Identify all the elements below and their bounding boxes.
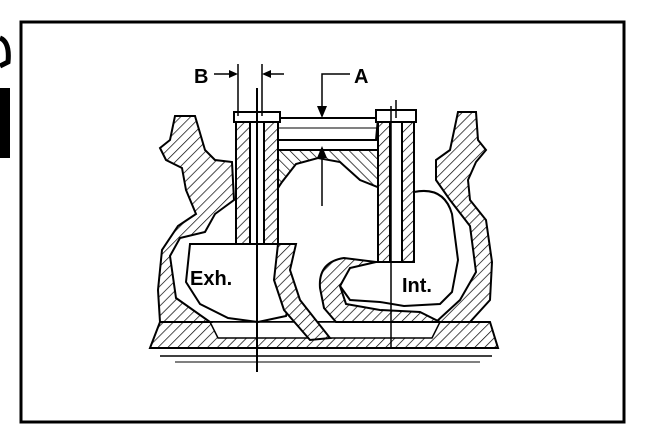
- exhaust-port: [184, 243, 332, 342]
- intake-valve-guide: [375, 100, 417, 263]
- edge-fragment: [0, 35, 11, 158]
- head-deck-base: [148, 321, 500, 363]
- label-a: A: [354, 66, 368, 88]
- dimension-a: [317, 73, 350, 206]
- label-intake: Int.: [402, 275, 432, 297]
- figure-frame: [19, 20, 626, 424]
- label-b: B: [194, 66, 208, 88]
- label-exhaust: Exh.: [190, 268, 232, 290]
- dimension-b: [214, 64, 284, 116]
- left-casting-wall: [156, 115, 236, 323]
- intake-port: [318, 190, 460, 323]
- chamber-roof: [269, 117, 381, 204]
- right-casting-wall: [433, 111, 494, 323]
